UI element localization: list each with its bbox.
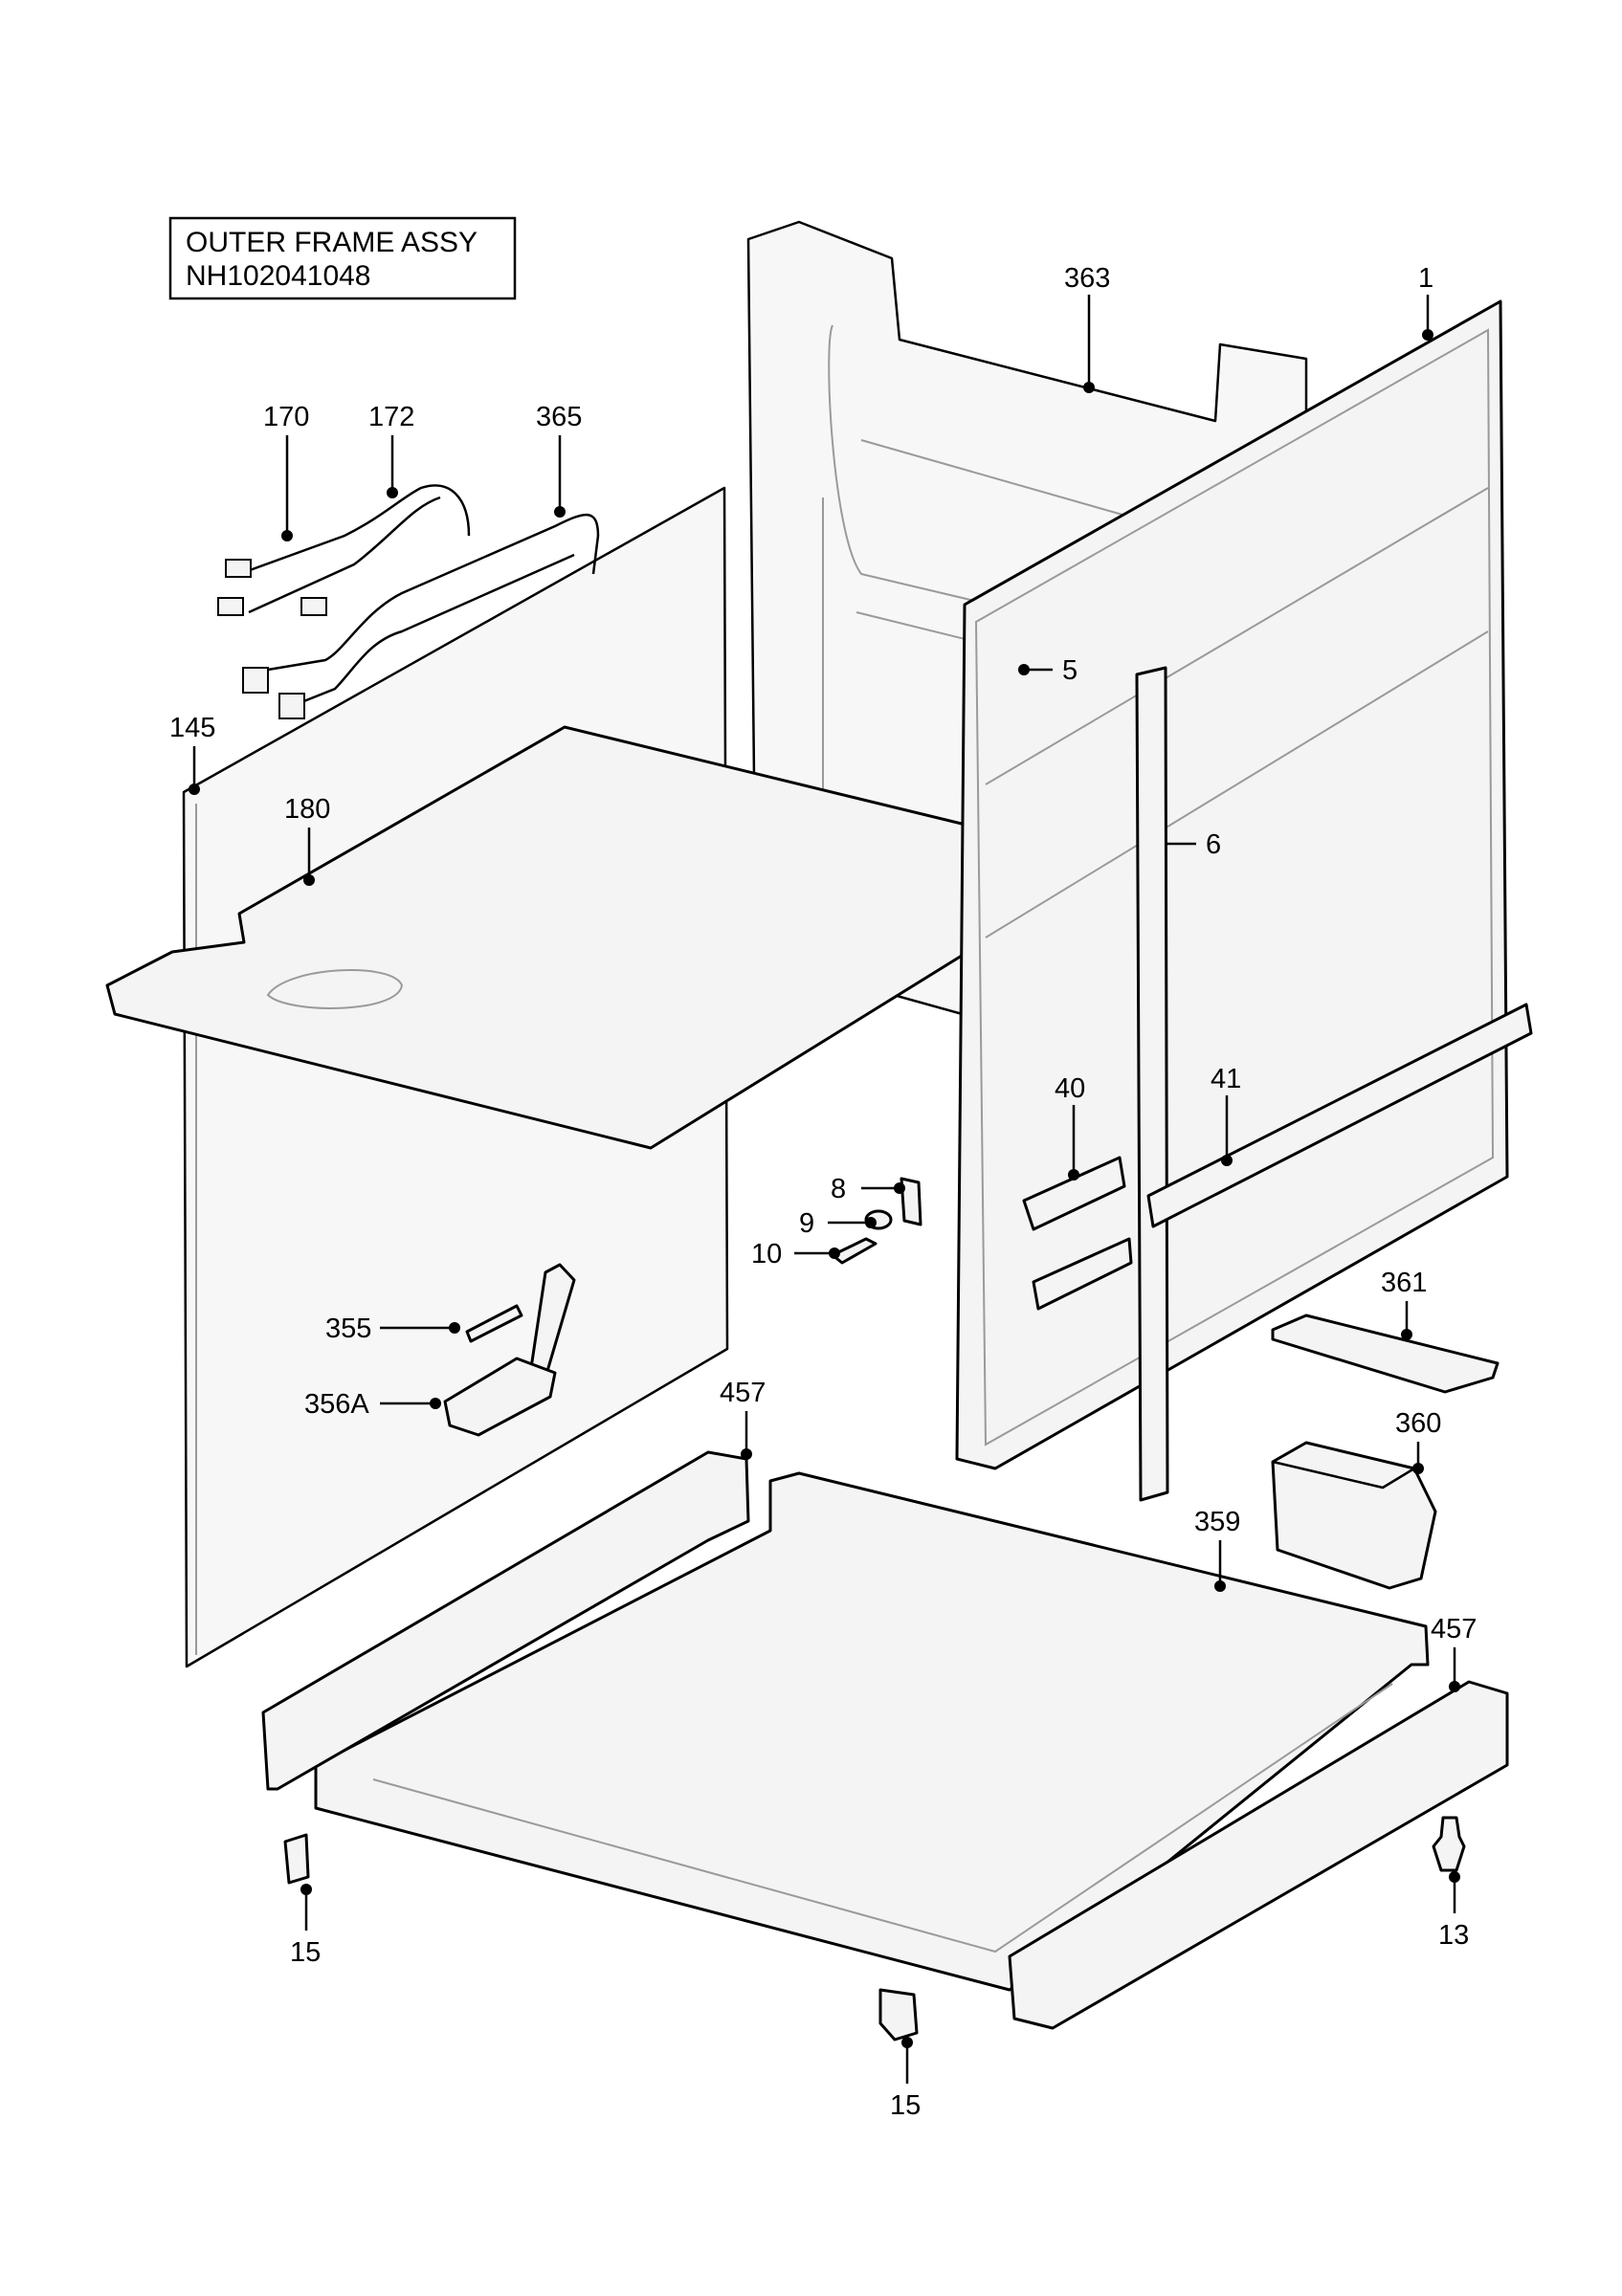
callout-8: 8 xyxy=(831,1174,846,1204)
callout-5: 5 xyxy=(1062,655,1078,686)
wiring-harness xyxy=(217,484,600,719)
callout-41: 41 xyxy=(1211,1064,1241,1094)
callout-15-left: 15 xyxy=(290,1937,321,1968)
callout-363: 363 xyxy=(1064,263,1110,294)
title-block: OUTER FRAME ASSY NH102041048 xyxy=(168,216,517,300)
left-base-rail xyxy=(261,1450,750,1791)
callout-145: 145 xyxy=(169,713,215,743)
callout-355: 355 xyxy=(325,1314,371,1344)
callout-457-right: 457 xyxy=(1431,1614,1477,1645)
callout-15-bottom: 15 xyxy=(890,2090,921,2121)
hinge-355-356a xyxy=(443,1263,576,1437)
right-base-rail xyxy=(1008,1680,1509,2030)
callout-356a: 356A xyxy=(304,1389,369,1420)
base-tray xyxy=(314,1471,1430,1992)
title-line-2: NH102041048 xyxy=(186,260,371,292)
callout-359: 359 xyxy=(1194,1507,1240,1537)
callout-361: 361 xyxy=(1381,1268,1427,1298)
side-rail xyxy=(1146,1003,1533,1228)
callout-360: 360 xyxy=(1395,1408,1441,1439)
callout-1: 1 xyxy=(1418,263,1433,294)
callout-180: 180 xyxy=(284,794,330,825)
feet xyxy=(283,1816,1466,2042)
vertical-strip xyxy=(1135,666,1169,1502)
callout-10: 10 xyxy=(751,1239,782,1269)
callout-365: 365 xyxy=(536,402,582,432)
title-line-1: OUTER FRAME ASSY xyxy=(186,227,478,258)
callout-9: 9 xyxy=(799,1208,814,1239)
callout-170: 170 xyxy=(263,402,309,432)
callout-6: 6 xyxy=(1206,829,1221,860)
leader-lines xyxy=(189,295,1460,2084)
callout-172: 172 xyxy=(368,402,414,432)
brackets-40 xyxy=(1022,1156,1133,1311)
box-360 xyxy=(1271,1441,1437,1590)
callout-labels: 1 363 170 172 365 145 180 5 6 40 41 8 9 … xyxy=(169,263,1477,2121)
callout-40: 40 xyxy=(1055,1073,1085,1104)
small-parts-8-9-10 xyxy=(831,1177,922,1265)
callout-13: 13 xyxy=(1438,1920,1469,1951)
bracket-361 xyxy=(1271,1314,1500,1394)
callout-457-left: 457 xyxy=(720,1378,766,1408)
